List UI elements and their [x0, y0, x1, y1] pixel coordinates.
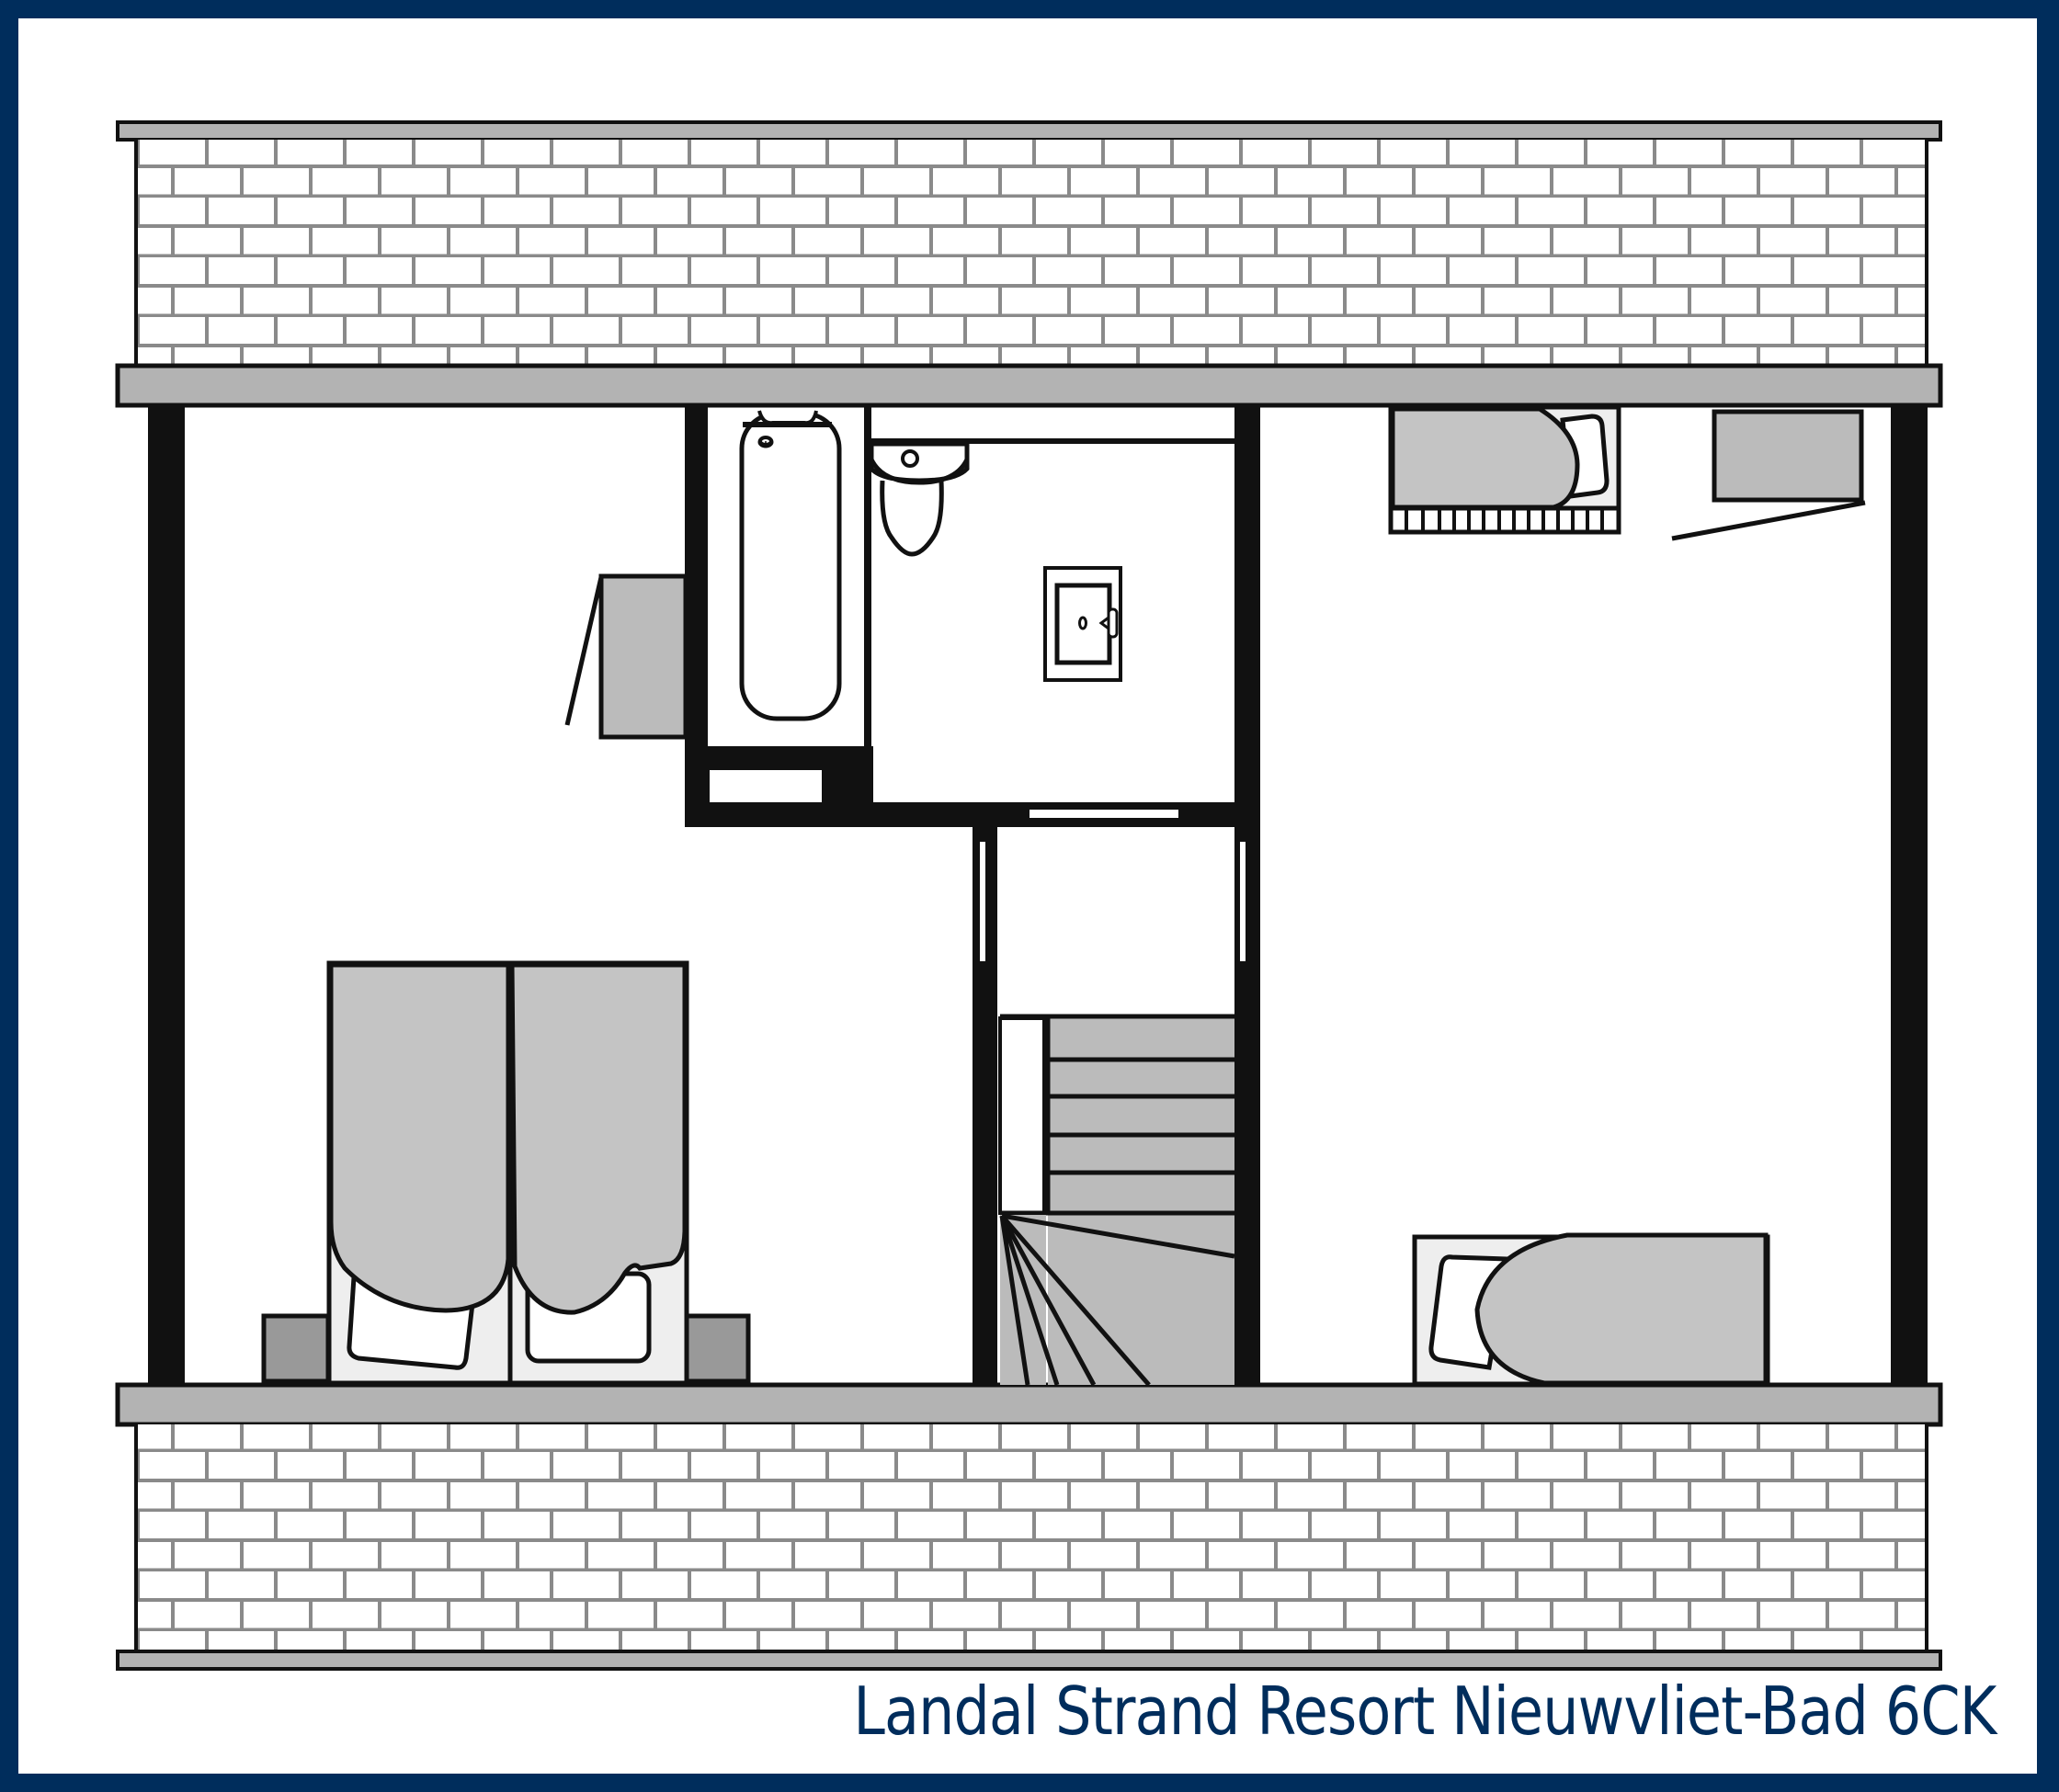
plan-caption: Landal Strand Resort Nieuwvliet-Bad 6CK	[852, 1673, 1996, 1750]
top-roof-beam	[115, 363, 1943, 408]
bedroom-1-door-slot	[980, 842, 985, 961]
toilet	[869, 441, 970, 557]
bathroom-walls	[685, 407, 1260, 1385]
floor-plan-frame: Landal Strand Resort Nieuwvliet-Bad 6CK	[18, 18, 2037, 1774]
desk-with-chair	[564, 573, 688, 740]
bathtub	[739, 410, 842, 721]
washbasin	[1043, 566, 1122, 682]
wardrobe	[1671, 409, 1866, 541]
single-bed-top	[1388, 404, 1621, 535]
bed-rail	[1388, 505, 1621, 535]
bottom-brick-wall	[136, 1424, 1928, 1659]
bathroom-right-wall	[1234, 407, 1260, 1385]
bottom-roof-section	[115, 1382, 1943, 1671]
right-outer-wall	[1891, 407, 1928, 1385]
storage-niche	[710, 770, 822, 802]
bedside-table-left	[261, 1313, 331, 1384]
bathroom-door-opening	[1030, 810, 1178, 818]
bottom-roof-beam	[115, 1382, 1943, 1427]
top-brick-wall	[136, 140, 1928, 365]
double-bed	[261, 960, 751, 1386]
stairwell-walls	[973, 824, 1246, 1385]
left-outer-wall	[148, 407, 185, 1385]
top-eave-beam	[116, 120, 1942, 142]
bottom-eave-beam	[116, 1650, 1942, 1671]
staircase	[998, 1014, 1235, 1387]
bedroom-2-door-slot	[1240, 842, 1246, 961]
top-roof-section	[115, 120, 1943, 408]
floor-plan	[115, 120, 1943, 1671]
bedside-table-right	[681, 1313, 751, 1384]
single-bed-bottom	[1412, 1232, 1770, 1387]
